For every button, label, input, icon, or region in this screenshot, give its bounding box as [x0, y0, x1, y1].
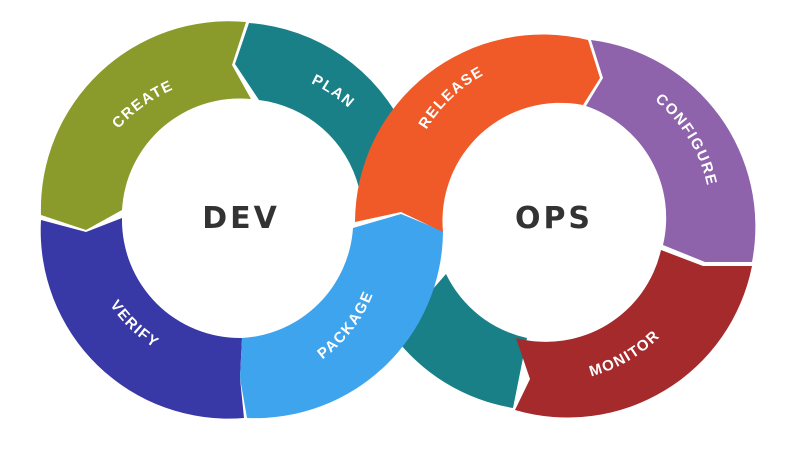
release-segment[interactable] — [355, 34, 600, 233]
create-segment[interactable] — [40, 21, 251, 231]
ops-lower-segment — [393, 274, 527, 408]
monitor-segment[interactable] — [515, 250, 752, 418]
dev-hub-label: DEV — [202, 201, 280, 236]
ops-hub-label: OPS — [515, 201, 593, 236]
configure-segment[interactable] — [586, 40, 756, 262]
verify-segment[interactable] — [40, 218, 245, 419]
plan-segment[interactable] — [235, 23, 406, 188]
package-segment[interactable] — [240, 214, 443, 419]
